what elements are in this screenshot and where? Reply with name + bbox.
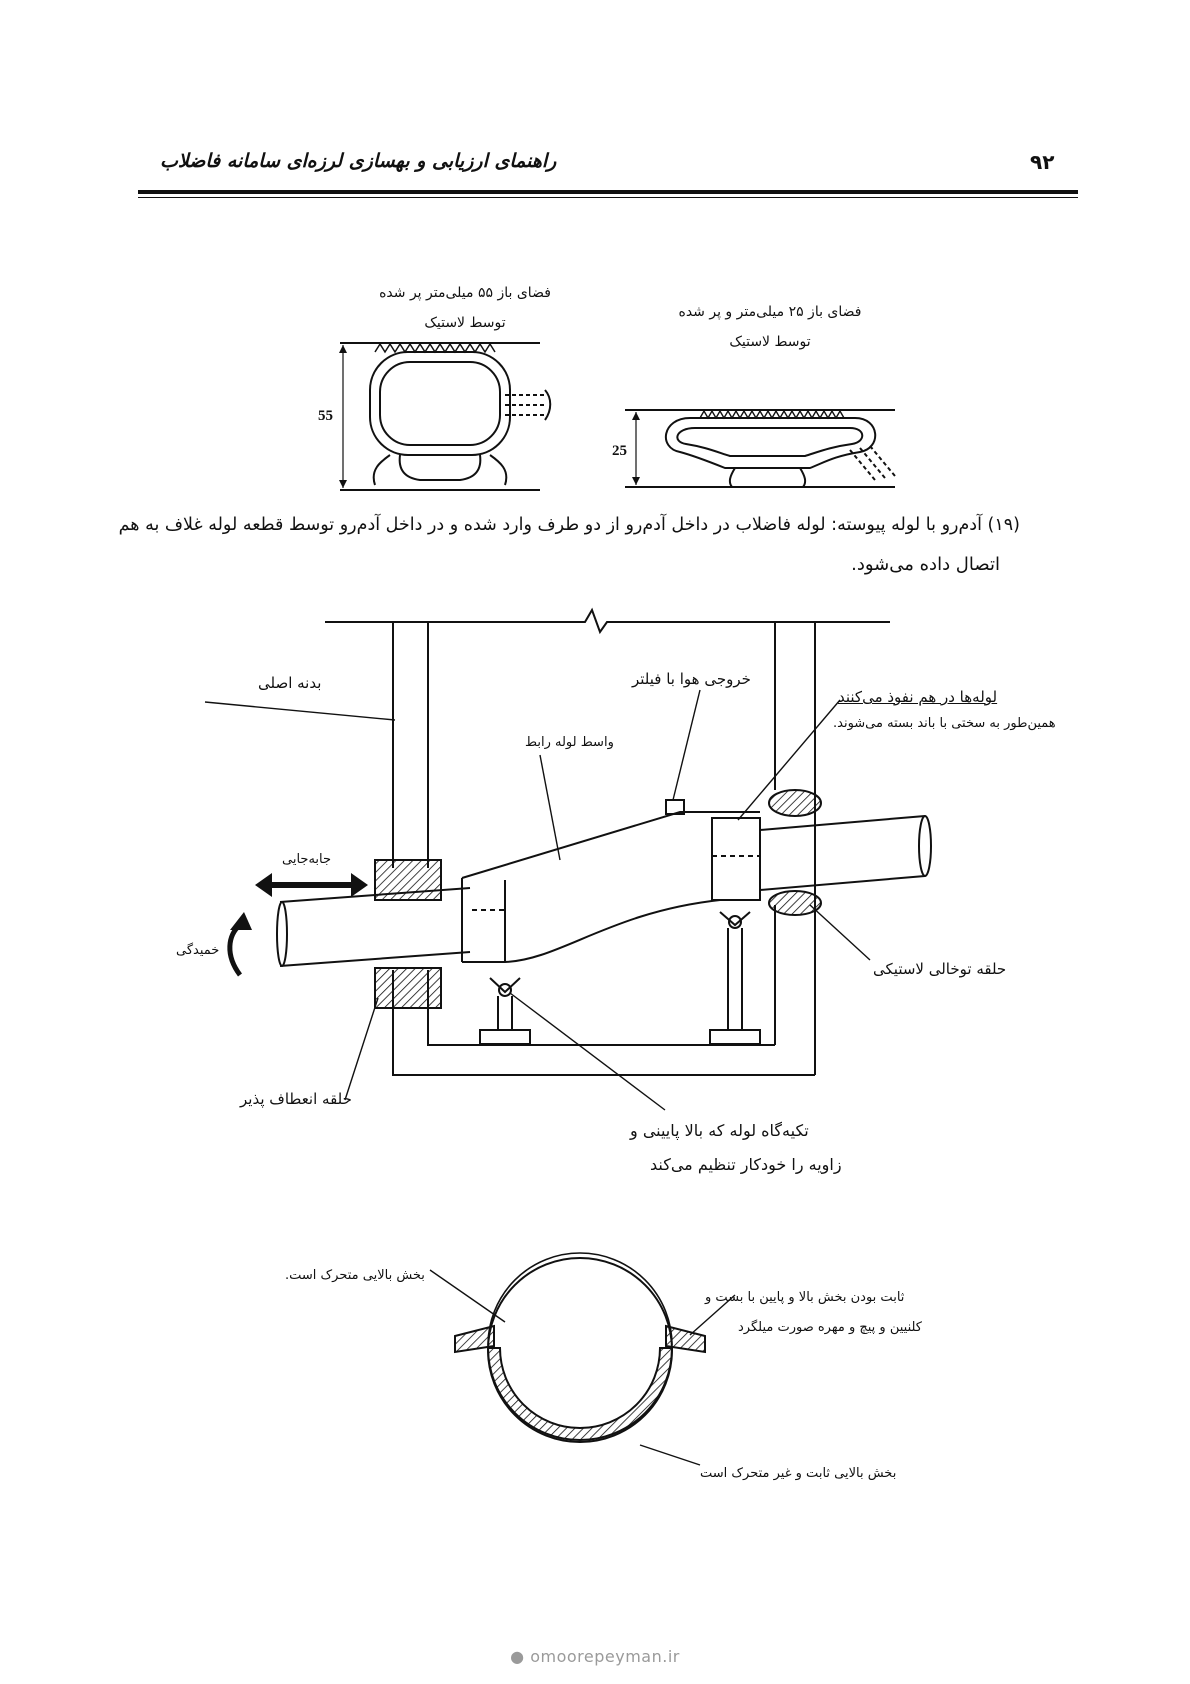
globe-icon: ● (510, 1647, 531, 1666)
gasket-25-drawing (625, 409, 896, 488)
footer-url-text: omoorepeyman.ir (530, 1647, 680, 1666)
label-support-line2: زاویه را خودکار تنظیم می‌کند (650, 1155, 842, 1174)
label-main-body: بدنه اصلی (258, 674, 322, 692)
label-coupling: واسط لوله رابط (525, 735, 614, 750)
ring-clamp-drawing (429, 1252, 736, 1466)
label-flexible-ring: حلقه انعطاف پذیر (240, 1090, 352, 1108)
paragraph-line-1: (۱۹) آدم‌رو با لوله پیوسته: لوله فاضلاب … (118, 515, 1020, 535)
label-tightly-banded: همین‌طور به سختی با باند بسته می‌شوند. (833, 716, 1056, 731)
label-fixing-line2: کلنیین و پیچ و مهره صورت میلگرد (738, 1320, 922, 1335)
gasket-25-caption-line1: فضای باز ۲۵ میلی‌متر و پر شده (678, 304, 862, 320)
label-bending: خمیدگی (176, 943, 220, 958)
label-pipes-penetrate: لوله‌ها در هم نفوذ می‌کنند (838, 688, 998, 706)
label-fixing-line1: ثابت بودن بخش بالا و پایین با بست و (705, 1290, 905, 1305)
gasket-55-caption-line2: توسط لاستیک (424, 315, 506, 331)
gasket-25-dimension: 25 (612, 443, 627, 459)
gasket-55-caption-line1: فضای باز ۵۵ میلی‌متر پر شده (379, 285, 551, 301)
footer-url: ● omoorepeyman.ir (0, 1647, 1190, 1666)
header-rule-thin (138, 197, 1078, 198)
label-fixed-part: بخش بالایی ثابت و غیر متحرک است (700, 1466, 897, 1481)
running-header-title: راهنمای ارزیابی و بهسازی لرزه‌ای سامانه … (160, 150, 557, 172)
paragraph-line-2: اتصال داده می‌شود. (851, 554, 1000, 575)
label-support-line1: تکیه‌گاه لوله که بالا پایینی و (630, 1121, 809, 1140)
label-displacement: جابه‌جایی (282, 852, 332, 867)
label-air-outlet: خروجی هوا با فیلتر (632, 670, 751, 688)
manhole-drawing (204, 607, 932, 1111)
label-top-movable: بخش بالایی متحرک است. (285, 1268, 425, 1283)
page-number: ۹۲ (1030, 150, 1055, 174)
gasket-55-drawing (339, 342, 552, 491)
label-hollow-rubber-ring: حلقه توخالی لاستیکی (873, 960, 1007, 978)
gasket-55-dimension: 55 (318, 408, 333, 424)
gasket-25-caption-line2: توسط لاستیک (729, 334, 811, 350)
header-rule-thick (138, 190, 1078, 194)
